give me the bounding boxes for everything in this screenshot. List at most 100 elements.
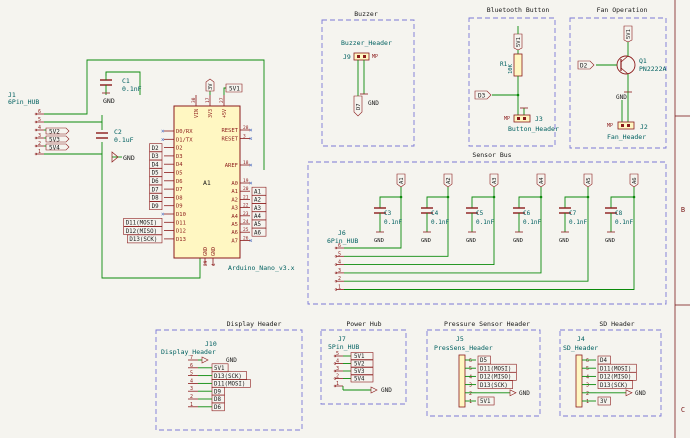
arduino-right-pin-number: 20 <box>243 186 249 192</box>
region-boxes <box>155 17 667 431</box>
buzzer-mp: MP <box>372 54 378 60</box>
fan-q-value: PN2222A <box>639 65 666 73</box>
sensor-cap-value: 0.1nF <box>476 219 494 226</box>
arduino-right-pin-name: A2 <box>231 197 238 203</box>
display-pin-number: 6 <box>190 363 193 369</box>
display-pin-number: 2 <box>190 394 193 400</box>
arduino-top-pin-name: +5V <box>222 109 228 118</box>
arduino-chip-label: A1 <box>203 179 211 187</box>
j1-pin-number: 3 <box>38 133 41 139</box>
arduino-left-net: D7 <box>152 187 159 193</box>
arduino-left-pin-name: D13 <box>176 237 186 243</box>
power-net-flag <box>350 374 374 383</box>
arduino-left-pin-name: D1/TX <box>176 137 193 143</box>
j1-wires <box>44 59 265 279</box>
display-pin-number: 1 <box>190 402 193 408</box>
pressure-net-label: D11(MOSI) <box>480 366 511 372</box>
row-label-c: C <box>681 406 685 414</box>
pressure-gnd-label: GND <box>519 390 530 397</box>
sd-net-label: 3V <box>600 399 607 405</box>
arduino-3v-label: 3V <box>208 83 214 90</box>
sensor-net-label: A5 <box>586 177 592 184</box>
arduino-left-pin-name: D6 <box>176 179 183 185</box>
sensor-junction <box>492 195 496 199</box>
power-box <box>320 329 407 405</box>
arduino-left-net: D13(SCK) <box>129 237 157 243</box>
power-net-flag <box>350 352 374 360</box>
region-title-sensor: Sensor Bus <box>472 151 511 159</box>
arduino-left-net: D6 <box>152 179 159 185</box>
buzzer-section: Buzzer_Header J9 MP GND D7 <box>341 39 392 117</box>
display-net-label: D8 <box>214 397 221 403</box>
arduino-right-pin-name: AREF <box>225 163 238 169</box>
sd-net-label: D12(MISO) <box>600 375 631 381</box>
pressure-pin-number: 2 <box>469 391 472 397</box>
display-pin-number: 4 <box>190 378 193 384</box>
sensor-cap-ref: C7 <box>569 210 577 217</box>
arduino-top-pin-name: VIN <box>194 109 200 118</box>
power-net-label: 5V1 <box>354 354 365 360</box>
sd-pin-number: 2 <box>586 391 589 397</box>
display-net-label: D11(MOSI) <box>214 382 245 388</box>
arduino-value: Arduino_Nano_v3.x <box>228 264 295 272</box>
sd-connector-body <box>575 354 583 408</box>
arduino-left-net: D3 <box>152 154 159 160</box>
sensor-gnd-label: GND <box>466 238 476 244</box>
display-net-label: D9 <box>214 389 221 395</box>
bt-r-value: 10K <box>508 63 514 74</box>
arduino-left-pin-name: D5 <box>176 171 183 177</box>
region-title-power: Power Hub <box>346 320 381 328</box>
pressure-pin-number: 1 <box>469 399 472 405</box>
sensor-cap-value: 0.1nF <box>431 219 449 226</box>
sd-pin-number: 4 <box>586 374 589 380</box>
sensor-net-label: A6 <box>632 177 638 184</box>
arduino-left-pin-name: D9 <box>176 204 183 210</box>
j1-label-5v3: 5V3 <box>49 137 60 144</box>
c1-value: 0.1nF <box>122 85 142 93</box>
sensor-net-flag <box>583 173 593 188</box>
arduino-right-pin-name: A5 <box>231 222 238 228</box>
pressure-box <box>426 329 541 417</box>
sensor-pin-dot <box>334 255 338 258</box>
arduino-left-net: D12(MISO) <box>126 229 157 235</box>
sensor-pin-dot <box>334 263 338 266</box>
display-gnd-label: GND <box>226 357 237 364</box>
sensor-gnd-label: GND <box>374 238 384 244</box>
arduino-right-pin-number: 28 <box>243 125 249 131</box>
arduino-right-pin-number: 3 <box>243 134 246 140</box>
arduino-left-net-flag <box>127 234 163 244</box>
sensor-pin-number: 4 <box>338 260 341 266</box>
sensor-cap-ref: C6 <box>523 210 531 217</box>
j1-pin-dot <box>34 112 38 116</box>
sensor-j-value: 6Pin_HUB <box>327 237 358 245</box>
display-value: Display_Header <box>161 348 216 356</box>
sensor-bus-box <box>307 161 667 305</box>
buzzer-value: Buzzer_Header <box>341 39 392 47</box>
bt-j-value: Button_Header <box>508 125 559 133</box>
arduino-left-pin-name: D0/RX <box>176 129 193 135</box>
j1-pin-number: 1 <box>38 149 41 155</box>
pressure-net-label: 5V1 <box>480 399 491 405</box>
power-value: 5Pin_HUB <box>328 343 359 351</box>
power-gnd-label: GND <box>381 387 392 394</box>
arduino-right-pin-number: 26 <box>243 235 249 241</box>
arduino-right-net: A2 <box>254 198 261 204</box>
sensor-net-label: A2 <box>446 177 452 184</box>
sensor-bus-wire <box>344 187 495 266</box>
arduino-right-pin-number: 23 <box>243 211 249 217</box>
pressure-connector-body <box>458 354 466 408</box>
arduino-left-pin-name: D4 <box>176 162 183 168</box>
bt-supply: 5V1 <box>516 37 522 47</box>
sensor-pin-dot <box>334 271 338 275</box>
sensor-cap-value: 0.1nF <box>384 219 402 226</box>
bt-net: D3 <box>478 93 486 100</box>
arduino-no-connect: × <box>249 162 253 169</box>
sensor-j-ref: J6 <box>338 229 346 237</box>
arduino-left-net: D5 <box>152 171 159 177</box>
j1-ref: J1 <box>8 91 16 99</box>
region-title-pressure: Pressure Sensor Header <box>444 320 530 328</box>
